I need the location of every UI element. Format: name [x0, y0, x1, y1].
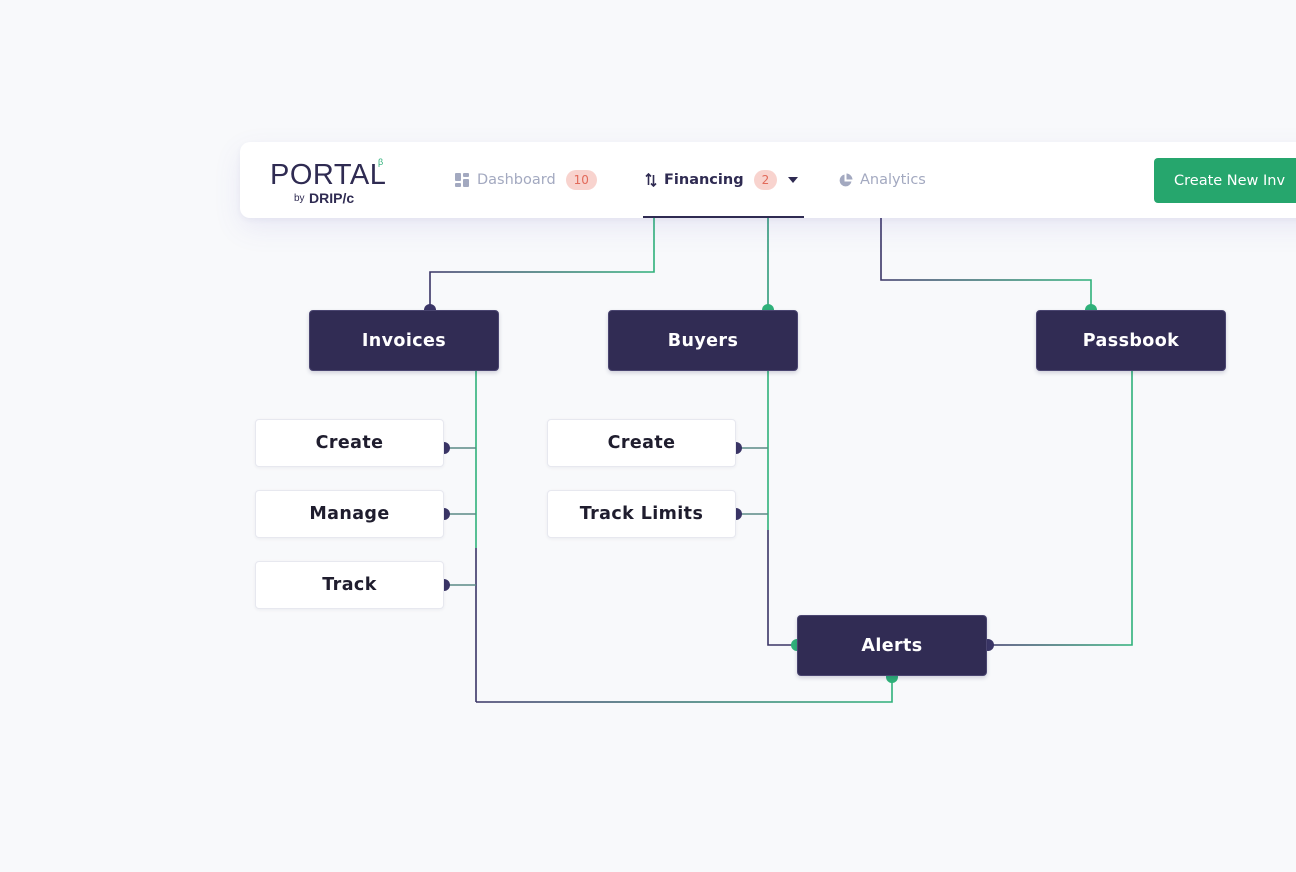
nav-analytics[interactable]: Analytics — [838, 142, 926, 218]
node-invoices: Invoices — [309, 310, 499, 371]
node-invoices-manage: Manage — [255, 490, 444, 538]
nav-dashboard[interactable]: Dashboard 10 — [455, 142, 597, 218]
active-tab-underline — [643, 216, 804, 218]
logo-title: PORTAL — [270, 159, 387, 191]
node-alerts: Alerts — [797, 615, 987, 676]
dashboard-count-badge: 10 — [565, 170, 597, 190]
logo-beta-mark: β — [378, 157, 384, 167]
connector-financing-invoices — [429, 218, 655, 310]
node-invoices-track: Track — [255, 561, 444, 609]
node-passbook: Passbook — [1036, 310, 1226, 371]
connector-passbook-alerts — [988, 371, 1133, 646]
node-buyers-create: Create — [547, 419, 736, 467]
connector-invoices-alerts — [476, 677, 893, 703]
node-buyers-track-limits: Track Limits — [547, 490, 736, 538]
node-buyers: Buyers — [608, 310, 798, 371]
pie-chart-icon — [838, 173, 853, 188]
logo-by: by — [294, 193, 305, 204]
swap-arrows-icon — [645, 173, 657, 187]
nav-financing-label: Financing — [664, 172, 744, 188]
nav-analytics-label: Analytics — [860, 172, 926, 188]
dashboard-grid-icon — [455, 173, 470, 187]
create-new-invoice-button[interactable]: Create New Inv — [1154, 158, 1296, 203]
nav-dashboard-label: Dashboard — [477, 172, 556, 188]
portal-logo[interactable]: PORTAL β by DRIP/c — [270, 157, 400, 208]
top-navbar: PORTAL β by DRIP/c Dashboard 10 Financin… — [240, 142, 1296, 218]
connector-buyers-trunk-lower — [767, 530, 797, 646]
nav-financing[interactable]: Financing 2 — [645, 142, 799, 218]
connector-analytics-passbook — [880, 218, 1092, 310]
node-invoices-create: Create — [255, 419, 444, 467]
logo-brand: DRIP/c — [309, 190, 355, 206]
financing-count-badge: 2 — [753, 170, 778, 190]
caret-down-icon[interactable] — [788, 177, 799, 183]
